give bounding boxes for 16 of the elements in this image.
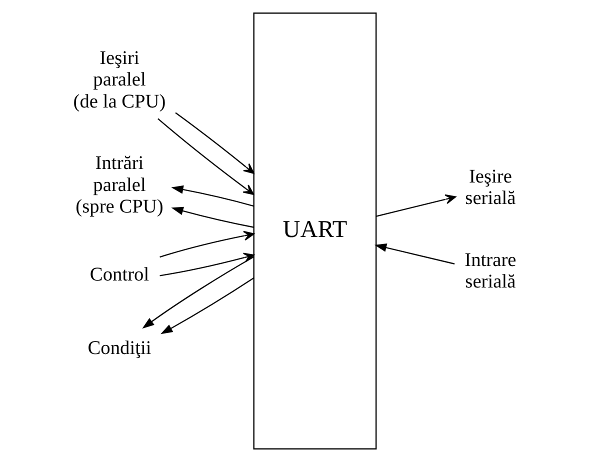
arrow	[171, 206, 254, 228]
arrow	[142, 256, 254, 329]
node-text: Control	[90, 264, 150, 286]
arrow	[160, 230, 254, 258]
arrow	[160, 278, 254, 334]
node-box: UART	[253, 12, 377, 450]
node-text: Intrări paralel (spre CPU)	[76, 153, 164, 218]
arrow	[158, 118, 254, 195]
arrow	[175, 112, 254, 174]
arrow	[171, 185, 254, 207]
node-text: Ieşiri paralel (de la CPU)	[73, 48, 166, 112]
node-text: Ieşire serială	[465, 166, 516, 210]
node-text: Intrare serială	[464, 250, 516, 293]
arrow	[376, 194, 456, 217]
arrow	[374, 244, 455, 264]
node-text: Condiţii	[88, 338, 152, 360]
